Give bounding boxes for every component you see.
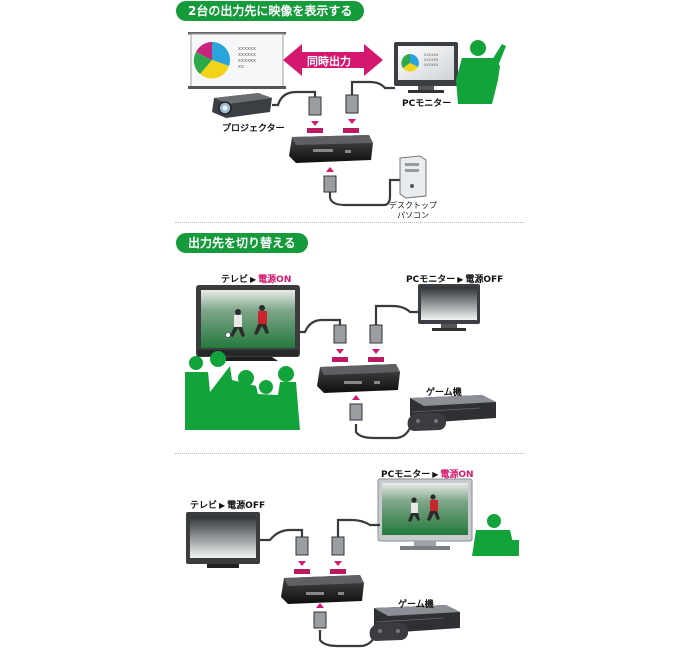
- section-title-simultaneous: 2台の出力先に映像を表示する: [176, 1, 365, 21]
- scene-b-game-label: ゲーム機: [398, 600, 434, 610]
- scene-a-pc-label: PCモニター▶電源OFF: [406, 272, 503, 285]
- monitor-slide-text-3: xxxxxx: [424, 62, 439, 67]
- cable-tv-2: [260, 528, 304, 542]
- scene-a-tv-name: テレビ: [221, 275, 249, 285]
- monitor-icon: [394, 42, 458, 93]
- slide-text-3: xxxxxx: [238, 58, 256, 64]
- slide-text-2: xxxxxx: [238, 52, 256, 58]
- scene-a-tv-label: テレビ▶電源ON: [221, 272, 291, 285]
- triangle-right-icon: ▶: [250, 275, 257, 284]
- mini-pie-chart-icon: [401, 54, 419, 72]
- desktop-pc-icon: [399, 155, 427, 199]
- soccer-players-icon: [225, 305, 269, 338]
- person-silhouette-icon: [472, 514, 519, 556]
- hdmi-plug-icon: [295, 536, 345, 629]
- desktop-pc-label-line1: デスクトップ: [389, 201, 437, 210]
- section-divider: [175, 453, 525, 454]
- projection-screen-icon: [188, 32, 286, 89]
- scene-b-pc-state: 電源ON: [440, 470, 474, 480]
- soccer-players-icon: [408, 494, 440, 522]
- audience-silhouette-icon: [185, 351, 300, 430]
- pie-chart-icon: [193, 41, 231, 79]
- game-console-icon: [407, 395, 496, 431]
- game-console-icon: [369, 605, 460, 641]
- section-divider: [175, 222, 525, 223]
- scene-a-game-label: ゲーム機: [426, 388, 462, 398]
- hdmi-plug-icon: [333, 324, 383, 421]
- cable-monitor-3: [336, 518, 380, 538]
- cable-monitor-2: [374, 304, 420, 326]
- tv-icon-off: [186, 512, 260, 568]
- simultaneous-label: 同時出力: [307, 55, 351, 68]
- scene-b-pc-name: PCモニター: [381, 470, 431, 480]
- slide-text-4: xx: [238, 64, 244, 70]
- scene-b-tv-label: テレビ▶電源OFF: [190, 498, 265, 511]
- scene-a-tv-state: 電源ON: [258, 275, 292, 285]
- triangle-right-icon: ▶: [457, 275, 464, 284]
- desktop-pc-label: デスクトップ パソコン: [388, 201, 438, 221]
- hdmi-plug-icon: [308, 94, 359, 193]
- projector-icon: [212, 93, 272, 118]
- cable-monitor: [350, 80, 395, 96]
- pc-monitor-label: PCモニター: [402, 99, 452, 109]
- switcher-icon: [281, 575, 364, 604]
- switcher-icon: [289, 135, 373, 163]
- cable-projector: [272, 90, 317, 107]
- scene-b-tv-state: 電源OFF: [227, 501, 266, 511]
- scene-a-pc-state: 電源OFF: [465, 275, 504, 285]
- switcher-icon: [317, 364, 400, 393]
- cable-game: [354, 417, 416, 440]
- triangle-right-icon: ▶: [432, 470, 439, 479]
- desktop-pc-label-line2: パソコン: [397, 211, 429, 220]
- cable-tv: [298, 318, 342, 334]
- presenter-silhouette-icon: [456, 40, 506, 104]
- monitor-icon-off: [418, 284, 480, 331]
- tv-icon-on: [196, 285, 300, 361]
- scene-b-tv-name: テレビ: [190, 501, 218, 511]
- section-title-switch: 出力先を切り替える: [176, 233, 308, 253]
- double-arrow-icon: [283, 44, 383, 76]
- slide-text-1: xxxxxx: [238, 46, 256, 52]
- monitor-slide-text-1: xxxxxx: [424, 52, 439, 57]
- scene-a-pc-name: PCモニター: [406, 275, 456, 285]
- triangle-right-icon: ▶: [219, 501, 226, 510]
- monitor-slide-text-2: xxxxxx: [424, 57, 439, 62]
- cable-game-2: [318, 627, 381, 648]
- projector-label: プロジェクター: [222, 124, 285, 134]
- cable-pc: [328, 178, 400, 207]
- scene-b-pc-label: PCモニター▶電源ON: [381, 467, 474, 480]
- monitor-icon-on: [377, 478, 473, 550]
